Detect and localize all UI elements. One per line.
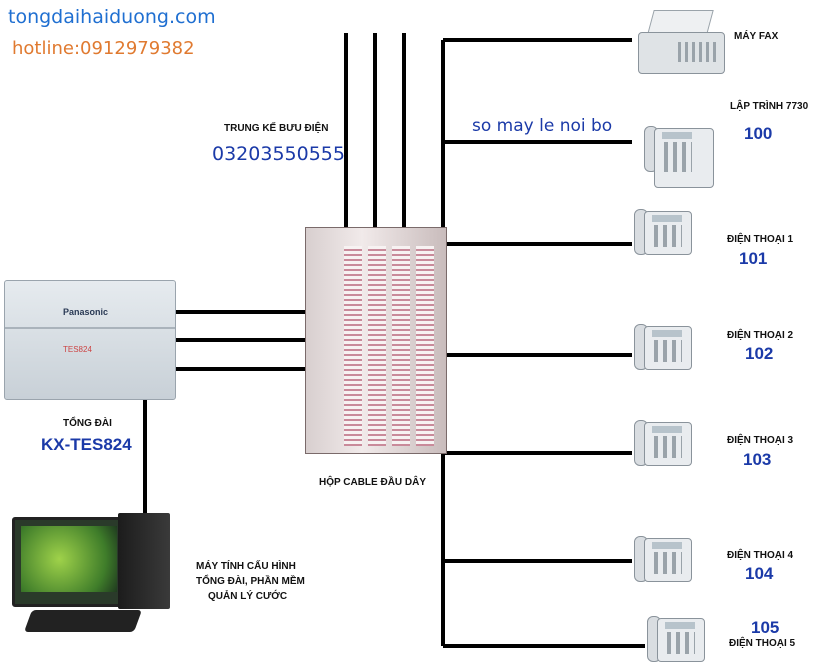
computer-screen (21, 526, 117, 592)
extension-number-102: 102 (745, 344, 774, 363)
computer-label-1: MÁY TÍNH CẤU HÌNH (196, 561, 296, 572)
phone-display (665, 622, 695, 629)
computer-tower (118, 513, 170, 609)
pbx-faceplate: TES824 (63, 345, 92, 354)
phone-display (662, 132, 692, 139)
phone-4-label: ĐIỆN THOẠI 4 (727, 550, 794, 561)
fax-machine (630, 6, 725, 78)
phone-4 (632, 534, 692, 582)
phone-display (652, 330, 682, 337)
phone-5 (645, 614, 705, 662)
pbx-ledge (5, 327, 175, 329)
hotline-text: hotline:0912979382 (12, 38, 195, 59)
terminal-column (368, 246, 386, 446)
phone-display (652, 426, 682, 433)
pbx-model: KX-TES824 (41, 435, 132, 454)
phone-keypad (654, 552, 682, 574)
distribution-label: HỘP CABLE ĐẦU DÂY (319, 477, 427, 488)
trunk-label: TRUNG KẾ BƯU ĐIỆN (224, 123, 329, 134)
pbx-label: TỔNG ĐÀI (63, 418, 112, 429)
extension-number-100: 100 (744, 124, 773, 143)
phone-3-label: ĐIỆN THOẠI 3 (727, 435, 794, 446)
distribution-box (305, 227, 447, 454)
phone-keypad (664, 142, 692, 172)
phone-keypad (654, 225, 682, 247)
phone-2-label: ĐIỆN THOẠI 2 (727, 330, 794, 341)
pbx-unit: Panasonic TES824 (4, 280, 176, 400)
phone-7730 (642, 124, 716, 188)
phone-1-label: ĐIỆN THOẠI 1 (727, 234, 794, 245)
extension-number-105: 105 (751, 618, 780, 637)
phone-display (652, 542, 682, 549)
phone-display (652, 215, 682, 222)
computer-label-2: TỔNG ĐÀI, PHẦN MỀM (196, 576, 305, 587)
extension-number-104: 104 (745, 564, 774, 583)
computer-label-3: QUẢN LÝ CƯỚC (208, 591, 288, 602)
phone-2 (632, 322, 692, 370)
pbx-brand: Panasonic (63, 307, 109, 317)
phone-3 (632, 418, 692, 466)
phone-5-label: ĐIỆN THOẠI 5 (729, 638, 796, 649)
programming-label: LẬP TRÌNH 7730 (730, 101, 809, 112)
terminal-column (416, 246, 434, 446)
extension-number-103: 103 (743, 450, 772, 469)
extension-number-101: 101 (739, 249, 768, 268)
phone-keypad (667, 632, 695, 654)
computer-monitor (12, 517, 126, 607)
phone-keypad (654, 340, 682, 362)
phone-keypad (654, 436, 682, 458)
fax-keypad (678, 42, 716, 62)
phone-1 (632, 207, 692, 255)
computer-keyboard (23, 610, 143, 632)
website-name: tongdaihaiduong.com (8, 6, 216, 28)
terminal-column (344, 246, 362, 446)
extensions-caption: so may le noi bo (472, 116, 613, 136)
terminal-column (392, 246, 410, 446)
trunk-number: 03203550555 (212, 143, 345, 165)
fax-label: MÁY FAX (734, 31, 779, 42)
